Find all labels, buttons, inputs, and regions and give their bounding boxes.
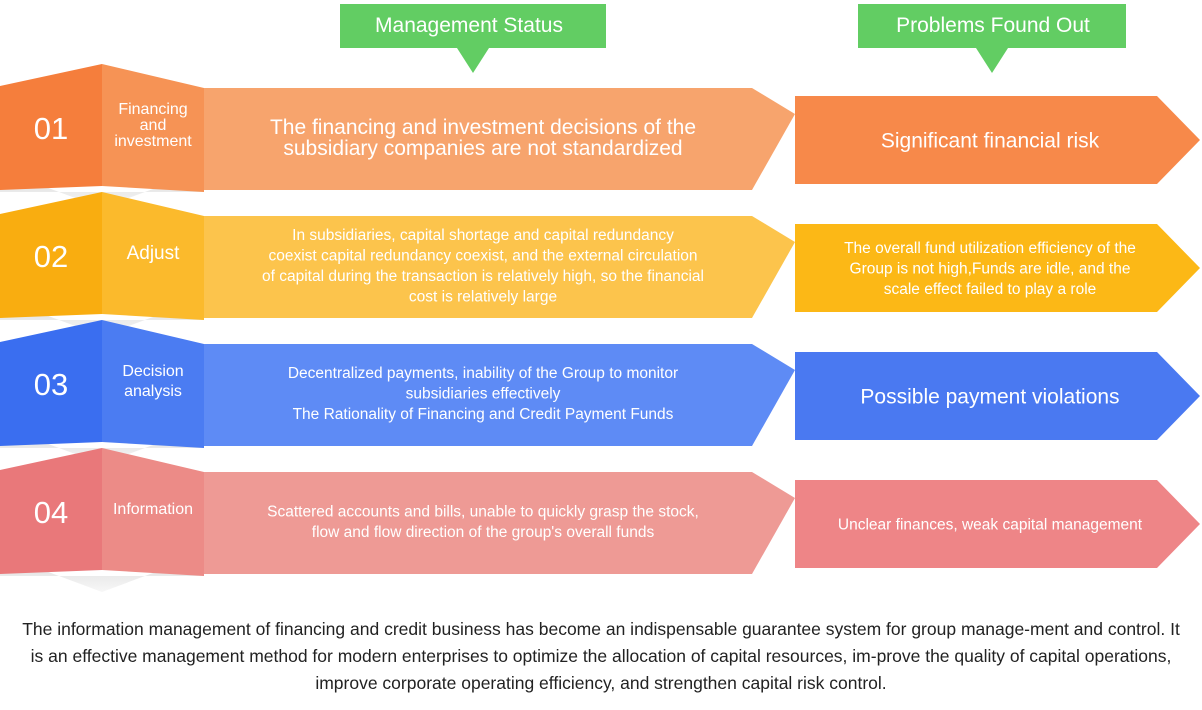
- status-box: [200, 472, 795, 574]
- category-label-line: Information: [113, 501, 193, 518]
- problem-arrow: [795, 224, 1200, 312]
- category-label: Decision analysis: [122, 363, 183, 400]
- row-04: 04 Information Scattered accounts and bill…: [0, 448, 1200, 592]
- status-box: [200, 216, 795, 318]
- header-problems-found-out-label: Problems Found Out: [896, 14, 1090, 37]
- status-text-line: subsidiary companies are not standardize…: [283, 137, 682, 160]
- status-text-line: The Rationality of Financing and Credit …: [293, 406, 674, 423]
- header-management-status: Management Status: [340, 4, 606, 73]
- category-label: Information: [113, 501, 193, 518]
- status-text: The financing and investment decisions o…: [270, 116, 696, 160]
- header-management-status-label: Management Status: [375, 14, 563, 37]
- status-text-line: The financing and investment decisions o…: [270, 116, 696, 139]
- category-label-line: analysis: [124, 383, 182, 400]
- row-number: 02: [34, 239, 68, 274]
- category-label: Adjust: [127, 243, 181, 264]
- category-label-line: and: [140, 117, 167, 134]
- status-text-line: Decentralized payments, inability of the…: [288, 365, 678, 382]
- problem-text: The overall fund utilization efficiency …: [844, 240, 1136, 298]
- category-label-line: Decision: [122, 363, 183, 380]
- status-text-line: subsidiaries effectively: [406, 386, 561, 403]
- row-03: 03 Decision analysis Decentralized payments…: [0, 320, 1200, 464]
- category-tab: [102, 64, 204, 192]
- problem-text-line: The overall fund utilization efficiency …: [844, 240, 1136, 257]
- status-text-line: coexist capital redundancy coexist, and …: [268, 247, 697, 264]
- category-tab: [102, 448, 204, 576]
- status-text-line: In subsidiaries, capital shortage and ca…: [292, 227, 674, 244]
- status-text-line: flow and flow direction of the group's o…: [312, 524, 655, 541]
- row-number: 03: [34, 367, 68, 402]
- row-number: 01: [34, 111, 68, 146]
- status-box: [200, 344, 795, 446]
- problem-arrow: [795, 352, 1200, 440]
- problem-text: Possible payment violations: [860, 386, 1119, 409]
- category-label-line: Adjust: [127, 243, 181, 264]
- status-text-line: cost is relatively large: [409, 288, 557, 305]
- number-badge: [0, 448, 102, 574]
- problem-text-line: Significant financial risk: [881, 130, 1100, 153]
- problem-text-line: Possible payment violations: [860, 386, 1119, 409]
- category-label-line: investment: [114, 133, 192, 150]
- header-problems-found-out: Problems Found Out: [858, 4, 1126, 73]
- row-02: 02 Adjust In subsidiaries, capital shortag…: [0, 192, 1200, 336]
- number-badge: [0, 64, 102, 190]
- row-number: 04: [34, 495, 68, 530]
- status-text: Decentralized payments, inability of the…: [288, 365, 678, 423]
- footer-description: The information management of financing …: [22, 619, 1180, 693]
- problem-text-line: scale effect failed to play a role: [884, 281, 1097, 298]
- problem-arrow: [795, 96, 1200, 184]
- problem-text-line: Unclear finances, weak capital managemen…: [838, 517, 1143, 534]
- status-text-line: of capital during the transaction is rel…: [262, 268, 704, 285]
- category-tab: [102, 192, 204, 320]
- status-text-line: Scattered accounts and bills, unable to …: [267, 503, 699, 520]
- number-badge: [0, 192, 102, 318]
- problem-text: Significant financial risk: [881, 130, 1100, 153]
- status-text: Scattered accounts and bills, unable to …: [267, 503, 699, 541]
- problem-arrow: [795, 480, 1200, 568]
- financing-credit-diagram: Management Status Problems Found Out 01 F…: [0, 4, 1200, 592]
- problem-text: Unclear finances, weak capital managemen…: [838, 517, 1143, 534]
- problem-text-line: Group is not high,Funds are idle, and th…: [850, 261, 1131, 278]
- number-badge: [0, 320, 102, 446]
- category-label-line: Financing: [118, 101, 187, 118]
- category-tab: [102, 320, 204, 448]
- status-text: In subsidiaries, capital shortage and ca…: [262, 227, 704, 305]
- status-box: [200, 88, 795, 190]
